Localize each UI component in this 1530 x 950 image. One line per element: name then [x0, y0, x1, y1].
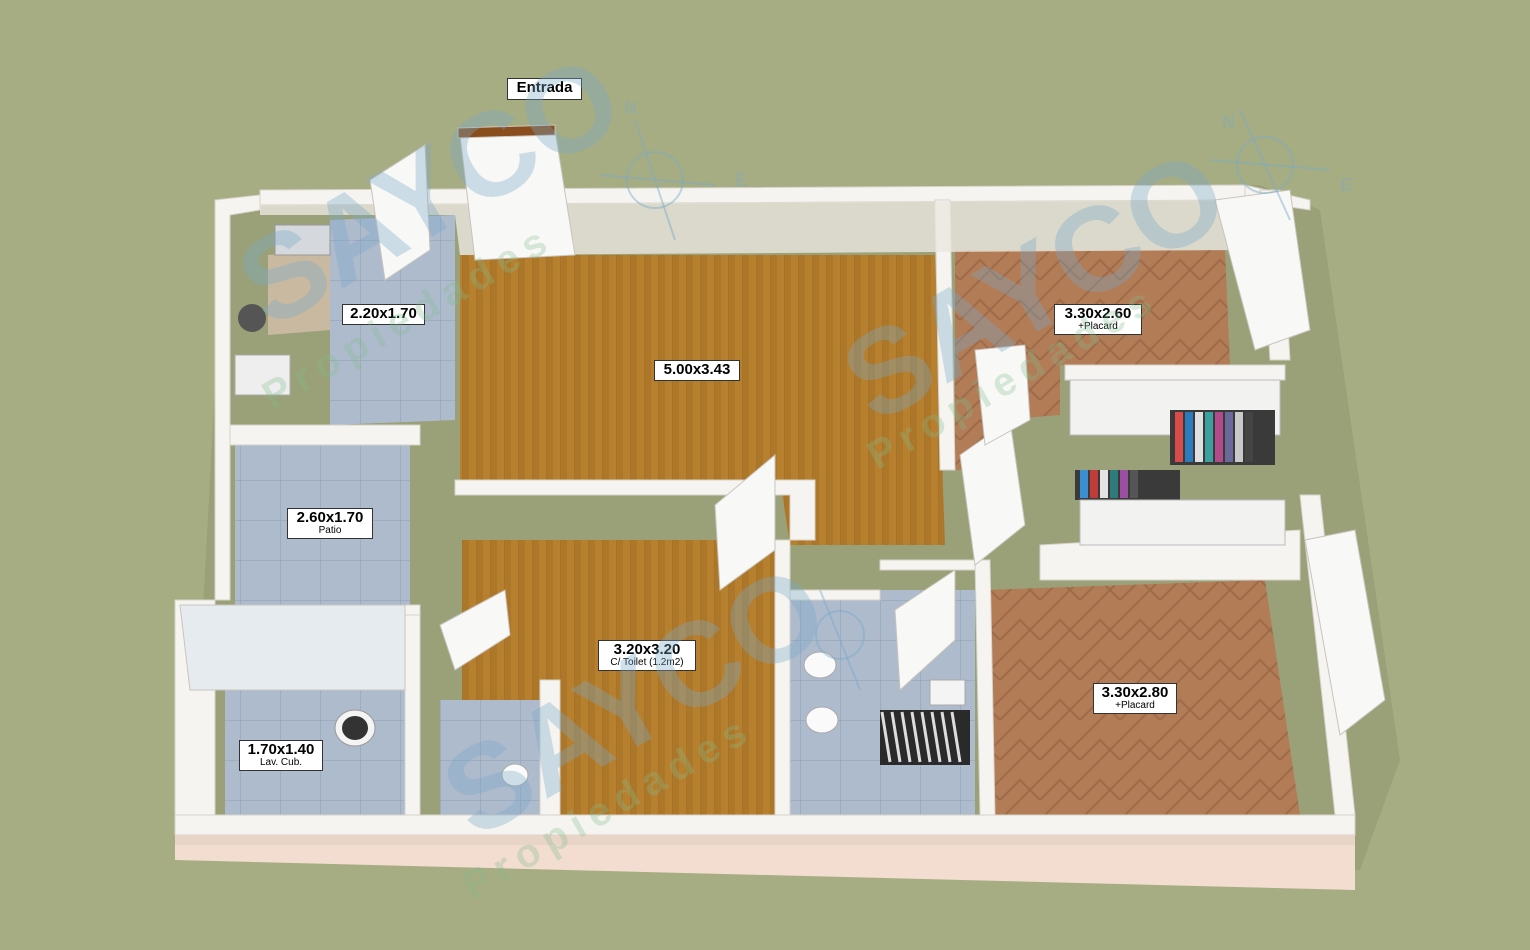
room-label-laundry: 1.70x1.40 Lav. Cub.: [239, 740, 323, 772]
room-measure: 2.60x1.70: [296, 509, 364, 526]
room-note: C/ Toilet (1.2m2): [610, 656, 684, 668]
living-floor: [460, 255, 945, 545]
compass-watermark: [599, 109, 1331, 691]
wall-living-south: [454, 479, 776, 496]
room-measure: 3.20x3.20: [613, 641, 681, 658]
room-note: +Placard: [1078, 320, 1118, 332]
room-label-bedroom2: 3.30x2.80 +Placard: [1093, 683, 1177, 715]
entrance-label-text: Entrada: [516, 79, 573, 96]
entrance-label: Entrada: [507, 78, 582, 100]
room-note: Lav. Cub.: [259, 756, 303, 768]
wall-south: [174, 814, 1356, 836]
room-measure: 2.20x1.70: [350, 305, 417, 322]
room-label-patio: 2.60x1.70 Patio: [287, 508, 373, 540]
toilet-floor: [440, 700, 545, 815]
room-measure: 1.70x1.40: [247, 741, 315, 758]
wall-bedroom-divider: [934, 199, 956, 471]
room-note: +Placard: [1115, 699, 1155, 711]
room-label-kitchen: 2.20x1.70: [342, 304, 425, 325]
wall-closet: [1064, 364, 1286, 381]
room-label-bedroom1: 3.30x2.60 +Placard: [1054, 304, 1142, 336]
room-label-living: 5.00x3.43: [654, 360, 740, 381]
room-measure: 3.30x2.80: [1101, 684, 1169, 701]
closet-upper: [1069, 379, 1281, 465]
entrance-door: [459, 129, 576, 261]
closet-lower: [1075, 470, 1286, 546]
room-measure: 3.30x2.60: [1064, 305, 1132, 322]
room-measure: 5.00x3.43: [663, 361, 731, 378]
room-note: Patio: [318, 524, 342, 536]
bedroom3-floor: [462, 540, 780, 815]
kitchen-counter: [268, 250, 330, 335]
room-label-bedroom3: 3.20x3.20 C/ Toilet (1.2m2): [598, 640, 696, 672]
